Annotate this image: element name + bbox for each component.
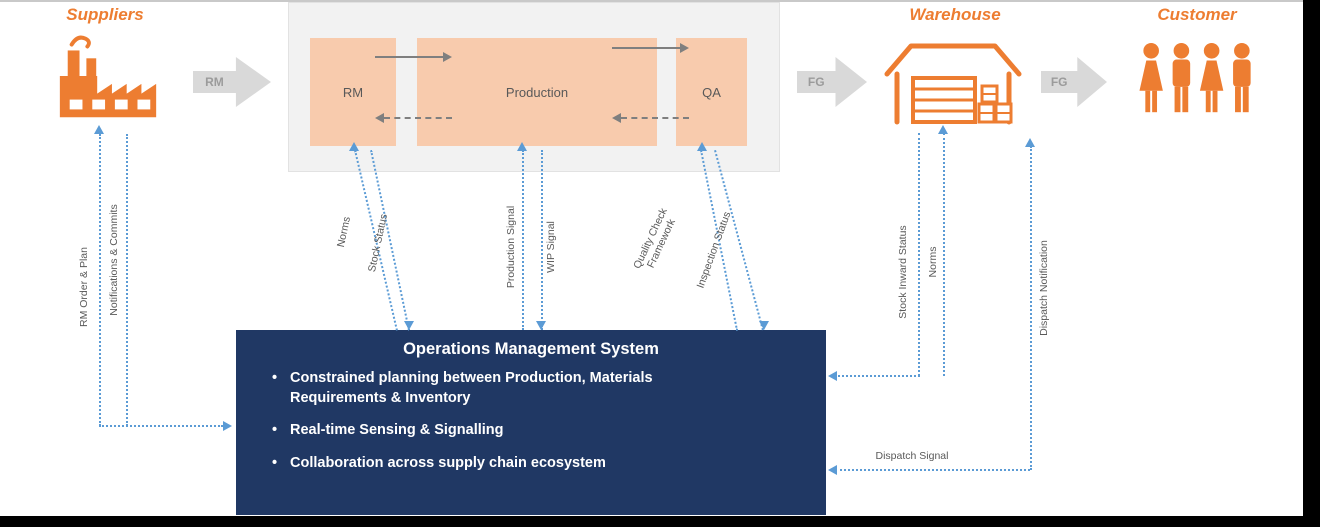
label-production-signal: Production Signal [505,205,517,289]
oms-bullet-list: Constrained planning between Production,… [260,369,802,473]
arrowhead-to-rm-box [349,142,359,151]
bottom-black-band [0,516,1320,527]
arrowhead-to-warehouse [938,125,948,134]
qa-box-label: QA [702,84,721,100]
arrow-qa-to-production-head [612,113,621,123]
label-wip-signal: WIP Signal [545,221,557,273]
oms-panel: Operations Management System Constrained… [236,330,826,515]
arrow-rm-to-production [375,56,443,58]
flow-arrow-fg2: FG [1041,57,1107,107]
arrowhead-inward-into-oms [828,371,837,381]
label-notifications-commits: Notifications & Commits [108,204,120,316]
label-norms-warehouse: Norms [927,246,939,278]
top-border-line [0,0,1303,2]
arrow-production-to-rm-head [375,113,384,123]
arrowhead-dispatch-up [1025,138,1035,147]
connector-dispatch-signal [835,469,1030,471]
connector-norms-warehouse [943,133,945,376]
connector-wip-signal [541,150,543,330]
label-norms-rm: Norms [334,215,354,249]
arrowhead-into-oms-left [223,421,232,431]
oms-bullet-2: Real-time Sensing & Signalling [272,421,710,441]
label-rm-order-plan: RM Order & Plan [78,247,90,327]
arrow-qa-to-production-dashed [621,117,689,119]
rm-box: RM [310,38,396,146]
connector-production-signal [522,150,524,330]
oms-bullet-3: Collaboration across supply chain ecosys… [272,454,710,474]
arrowhead-inspection-into-oms [759,321,769,330]
warehouse-title: Warehouse [909,5,1001,24]
connector-notifications-commits [126,134,128,426]
customer-title: Customer [1157,5,1237,24]
arrowhead-to-production-box [517,142,527,151]
rm-box-label: RM [342,84,364,100]
production-box-label: Production [505,84,569,100]
arrowhead-to-supplier [94,125,104,134]
connector-dispatch-notification [1030,146,1032,470]
arrow-production-to-qa [612,47,680,49]
connector-supplier-to-oms [99,425,223,427]
oms-title: Operations Management System [403,340,659,358]
flow-arrow-rm: RM [193,57,271,107]
arrowhead-wip-into-oms [536,321,546,330]
label-quality-check-framework: Quality Check Framework [631,206,678,271]
flow-arrow-rm-label: RM [205,75,224,89]
arrow-production-to-rm-dashed [384,117,452,119]
arrow-rm-to-production-head [443,52,452,62]
flow-arrow-fg1-label: FG [807,75,825,89]
flow-arrow-fg1: FG [797,57,867,107]
arrowhead-dispatch-into-oms [828,465,837,475]
oms-bullet-1: Constrained planning between Production,… [272,369,710,408]
qa-box: QA [676,38,747,146]
flow-arrow-fg2-label: FG [1050,75,1068,89]
connector-warehouse-to-oms [835,375,920,377]
arrowhead-to-qa-box [697,142,707,151]
label-stock-inward-status: Stock Inward Status [897,225,909,319]
label-stock-status: Stock Status [366,212,390,274]
production-box: Production [417,38,657,146]
suppliers-title: Suppliers [66,5,144,24]
connector-rm-order-plan [99,134,101,426]
warehouse-icon [883,34,1023,131]
factory-icon [52,30,165,127]
label-dispatch-notification: Dispatch Notification [1038,240,1050,336]
right-black-band [1303,0,1320,527]
arrow-production-to-qa-head [680,43,689,53]
connector-stock-inward [918,133,920,376]
arrowhead-stock-status-into-oms [404,321,414,330]
label-dispatch-signal: Dispatch Signal [875,450,949,462]
customers-icon [1138,42,1256,125]
